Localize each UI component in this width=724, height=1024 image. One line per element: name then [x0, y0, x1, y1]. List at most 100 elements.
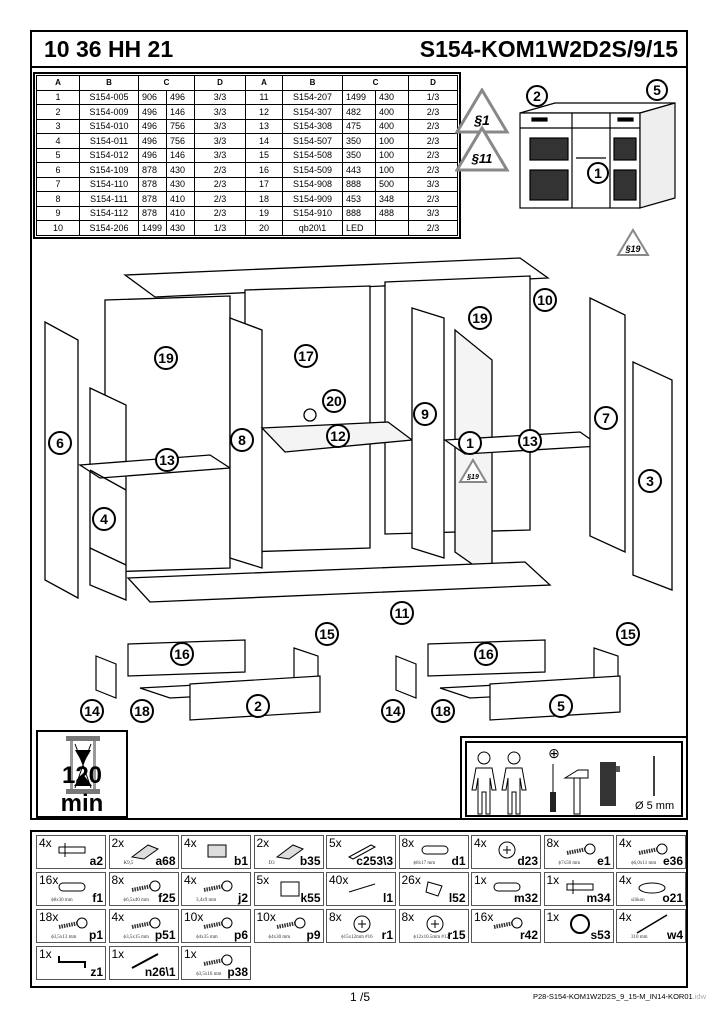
part-callout: 8 [230, 428, 254, 452]
table-cell: 6 [36, 162, 80, 178]
table-cell: 7 [36, 176, 80, 192]
hardware-code: z1 [90, 965, 103, 979]
table-cell: 888 [342, 176, 376, 192]
hardware-qty: 4x [474, 836, 487, 850]
panels [44, 257, 673, 603]
hardware-item: 26x l52 [398, 872, 469, 906]
hardware-spec: 310 mm [631, 935, 648, 940]
hardware-qty: 4x [39, 836, 52, 850]
svg-text:11: 11 [395, 605, 410, 621]
table-cell: 430 [166, 162, 195, 178]
hardware-code: r1 [381, 928, 393, 942]
hardware-spec: ϕ3,5x13 mm [51, 935, 77, 940]
header-divider [30, 66, 688, 68]
svg-text:2: 2 [533, 88, 541, 104]
screwdriver-type: ⊕ [548, 745, 560, 761]
part-callout: 17 [294, 344, 318, 368]
divider-right [411, 307, 445, 559]
svg-text:1: 1 [466, 435, 474, 451]
ring-icon [569, 914, 590, 934]
hardware-qty: 8x [111, 873, 125, 887]
hardware-qty: 1x [546, 873, 560, 887]
subassembly-callout: 14 [381, 699, 405, 723]
page-number: 1 /5 [350, 990, 371, 1004]
hardware-code: e36 [662, 854, 683, 868]
hardware-code: l52 [448, 891, 466, 905]
hardware-code: f25 [158, 891, 176, 905]
hardware-qty: 5x [256, 873, 270, 887]
hardware-qty: 4x [184, 836, 197, 850]
hardware-qty: 5x [329, 836, 342, 850]
part-callout: 6 [48, 431, 72, 455]
drill-bit-size: Ø 5 mm [635, 800, 675, 812]
table-cell: S154-012 [79, 147, 139, 163]
hinge-icon [275, 844, 304, 860]
hex-key-icon [58, 956, 86, 968]
hardware-qty: 1x [546, 910, 560, 924]
table-cell: 2/3 [408, 220, 458, 236]
svg-text:§19: §19 [466, 474, 479, 481]
svg-text:15: 15 [319, 626, 335, 642]
table-cell: 496 [138, 133, 167, 149]
person-icon [501, 751, 527, 815]
dowel-icon [493, 882, 521, 892]
table-cell: 888 [342, 205, 376, 221]
svg-text:17: 17 [298, 348, 314, 364]
hardware-list [30, 830, 688, 988]
hardware-code: b35 [299, 854, 321, 868]
screw-icon [203, 917, 233, 929]
hardware-spec: silikon [631, 898, 645, 903]
svg-text:20: 20 [326, 393, 342, 409]
table-cell: 3/3 [408, 176, 458, 192]
warning-triangle-icon: §19 [616, 228, 650, 256]
strap-icon [131, 953, 158, 969]
hardware-spec: ϕ3,5x16 mm [196, 972, 222, 977]
svg-text:16: 16 [478, 646, 494, 662]
screw-icon [58, 917, 88, 929]
bar-icon [347, 844, 377, 860]
table-cell: 410 [166, 191, 195, 207]
shelf-support-icon [424, 881, 443, 897]
hardware-spec: ϕ3,5x15 mm [123, 935, 149, 940]
table-cell: 878 [138, 191, 167, 207]
hardware-code: s53 [590, 928, 611, 942]
table-cell: 3/3 [194, 147, 246, 163]
svg-text:19: 19 [158, 350, 174, 366]
svg-text:14: 14 [385, 703, 401, 719]
hardware-qty: 1x [184, 947, 197, 961]
hardware-code: c253\3 [356, 854, 393, 868]
door-left [89, 386, 127, 601]
hardware-qty: 26x [401, 873, 421, 887]
table-cell: S154-909 [282, 191, 343, 207]
svg-text:18: 18 [435, 703, 451, 719]
warning-label: §19 [624, 244, 640, 254]
drill-icon [600, 762, 620, 806]
svg-text:13: 13 [159, 452, 175, 468]
svg-text:8: 8 [238, 432, 246, 448]
table-cell: 2/3 [408, 147, 458, 163]
product-callout: 5 [646, 79, 668, 101]
hardware-qty: 16x [474, 910, 494, 924]
svg-text:6: 6 [56, 435, 64, 451]
warning-label: §11 [471, 151, 493, 166]
hardware-qty: 4x [619, 873, 632, 887]
table-cell: 2/3 [408, 191, 458, 207]
drill-bit-icon [653, 756, 655, 796]
hardware-qty: 10x [184, 910, 204, 924]
table-cell: S154-908 [282, 176, 343, 192]
screw-icon [566, 843, 595, 855]
table-cell: 10 [36, 220, 80, 236]
file-extension: .idw [692, 992, 707, 1001]
